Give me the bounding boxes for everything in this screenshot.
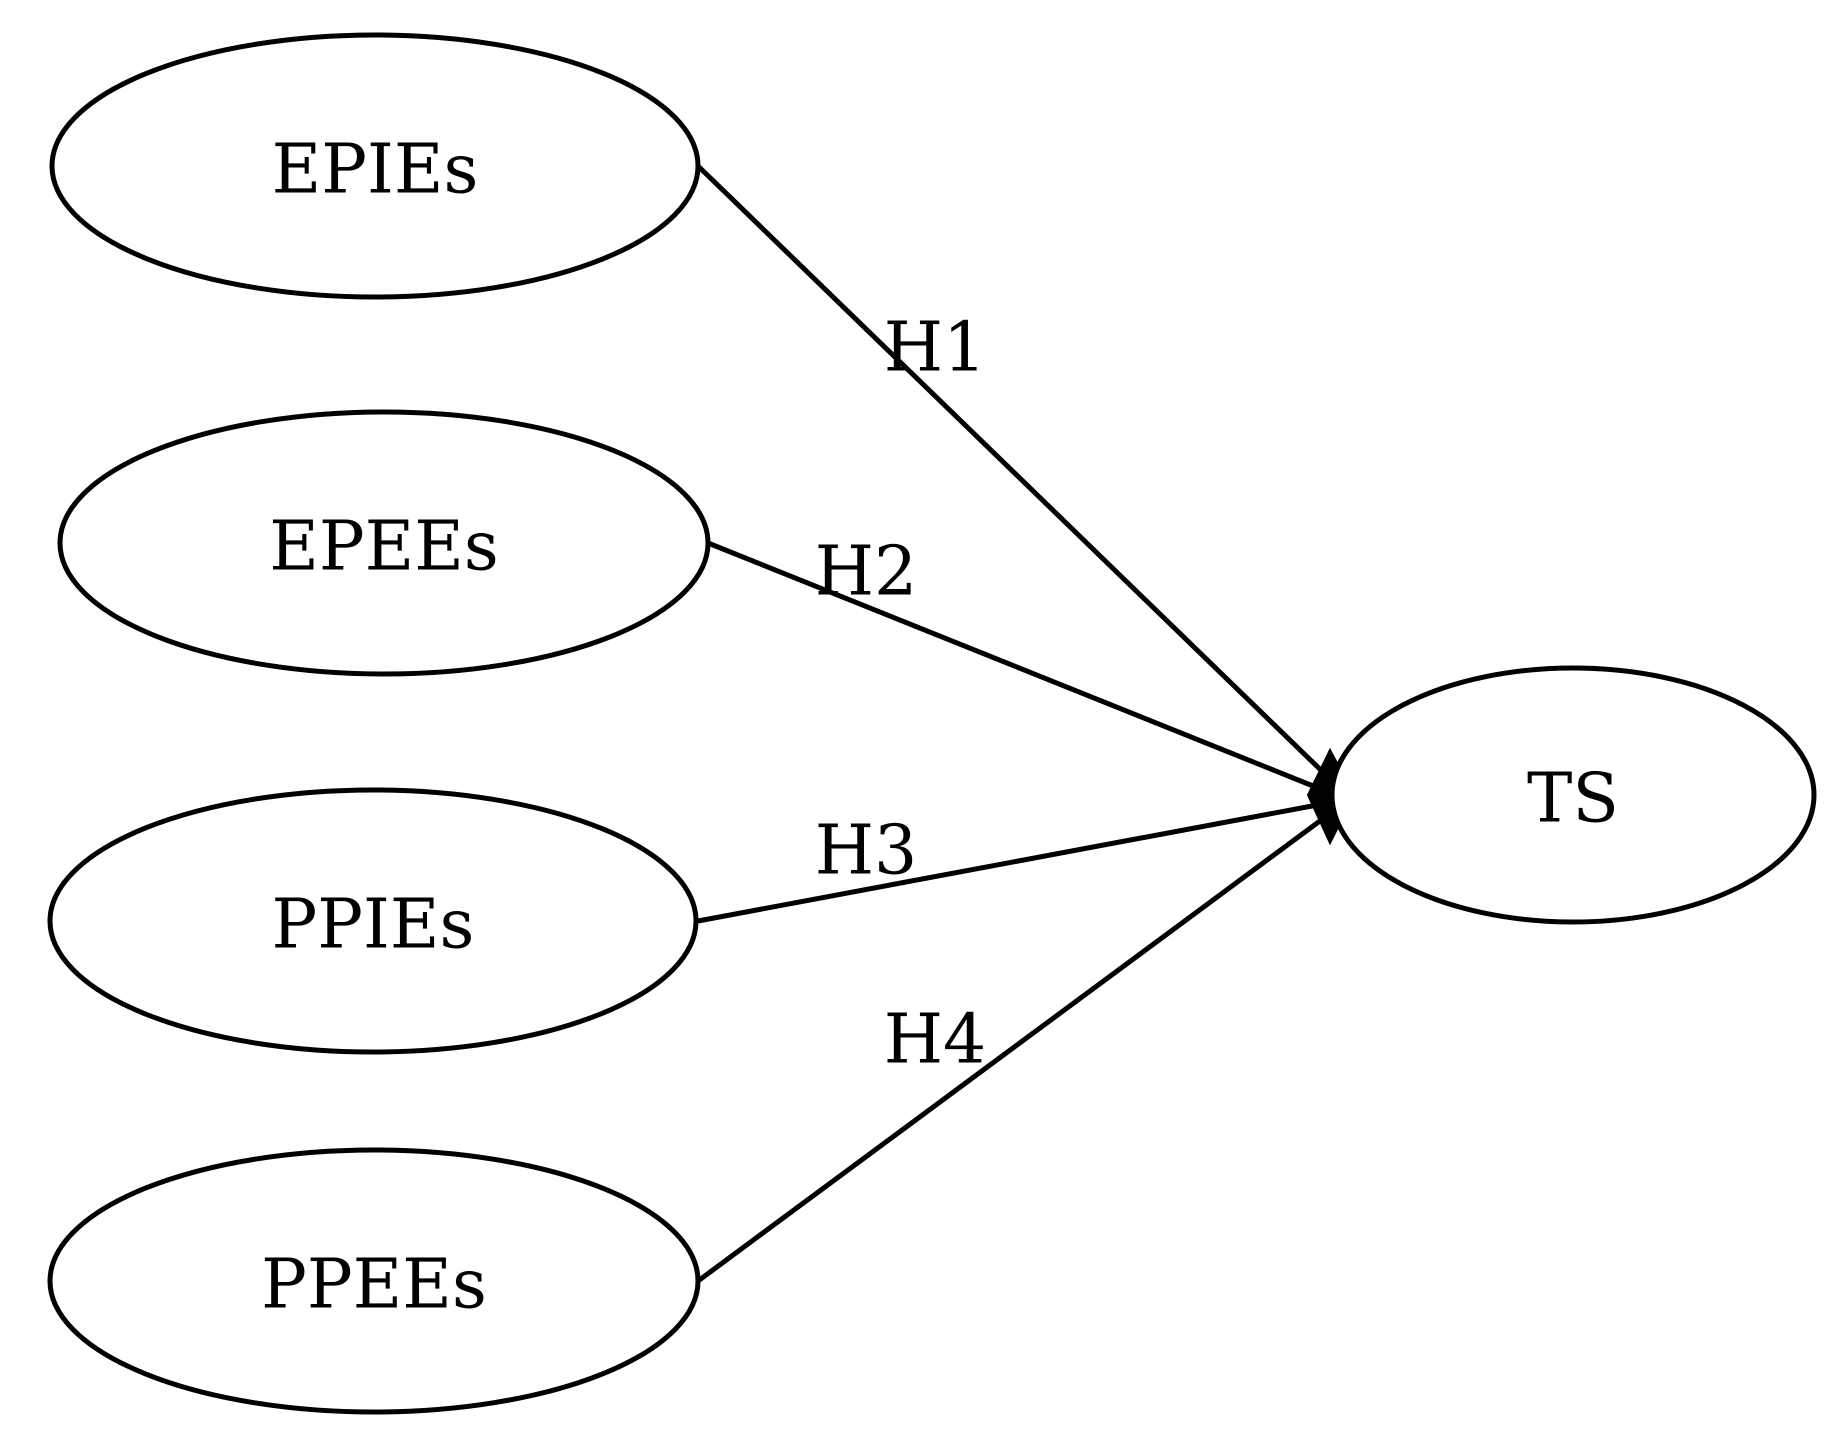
edge-h2-line (707, 540, 1329, 795)
edge-labels: H1 H2 H3 H4 (815, 309, 987, 1080)
node-ts-ellipse (1329, 665, 1817, 925)
node-ppees: PPEEs (47, 1147, 701, 1415)
edge-h3-line (697, 800, 1329, 924)
node-ppies-ellipse (47, 787, 699, 1055)
edge-h1-line (696, 164, 1330, 779)
node-epies: EPIEs (49, 32, 701, 300)
node-epees-label: EPEEs (269, 508, 499, 587)
edge-h2-label: H2 (815, 533, 918, 612)
node-ppees-ellipse (47, 1147, 701, 1415)
node-ts-label: TS (1527, 760, 1619, 839)
edge-h4-label: H4 (884, 1001, 987, 1080)
node-ppies-label: PPIEs (272, 886, 475, 965)
node-ppees-label: PPEEs (261, 1246, 487, 1325)
node-epees: EPEEs (57, 409, 711, 677)
edge-h1-label: H1 (884, 309, 987, 388)
edge-h4-line (696, 812, 1330, 1284)
edge-h3-label: H3 (815, 812, 918, 891)
edges (696, 164, 1356, 1284)
node-epees-ellipse (57, 409, 711, 677)
node-ts: TS (1329, 665, 1817, 925)
node-ppies: PPIEs (47, 787, 699, 1055)
node-epies-label: EPIEs (272, 131, 479, 210)
node-epies-ellipse (49, 32, 701, 300)
